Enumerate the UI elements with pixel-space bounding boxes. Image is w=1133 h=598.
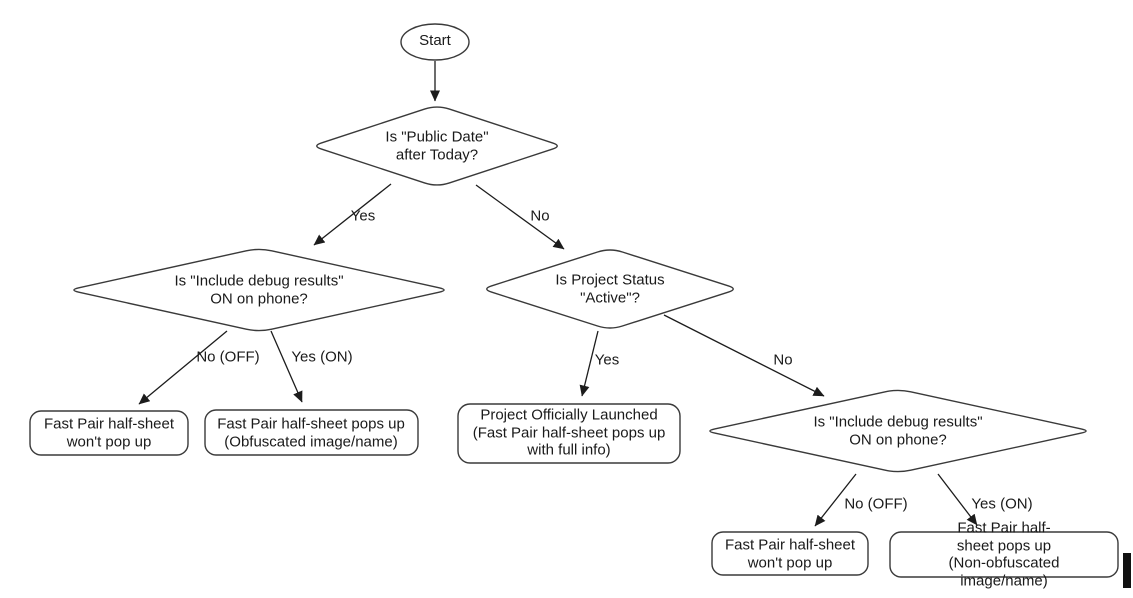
edge-label-project-status-yes: Yes	[594, 351, 620, 369]
edge-debug-left-no-off	[138, 330, 228, 405]
decision-debug-right-label: Is "Include debug results" ON on phone?	[813, 413, 983, 448]
decision-project-status-label: Is Project Status "Active"?	[555, 271, 665, 306]
result-non-obfuscated-shape	[889, 531, 1119, 578]
edge-label-public-date-no: No	[530, 207, 550, 225]
edge-public-date-yes	[313, 183, 392, 246]
result-wont-pop-right-label: Fast Pair half-sheet won't pop up	[724, 536, 856, 571]
result-non-obfuscated-label: Fast Pair half-sheet pops up (Non-obfusc…	[948, 519, 1060, 590]
edge-debug-right-no-off	[814, 473, 857, 527]
edge-label-debug-right-yes-on: Yes (ON)	[971, 495, 1033, 513]
result-obfuscated-shape	[204, 409, 419, 456]
edge-label-debug-left-no-off: No (OFF)	[196, 348, 260, 366]
decision-project-status-shape	[486, 249, 734, 329]
result-wont-pop-left-shape	[29, 410, 189, 456]
result-wont-pop-left-label: Fast Pair half-sheet won't pop up	[43, 415, 175, 450]
result-wont-pop-right-shape	[711, 531, 869, 576]
edge-label-debug-right-no-off: No (OFF)	[844, 495, 908, 513]
edge-project-status-yes	[579, 330, 599, 397]
result-obfuscated-label: Fast Pair half-sheet pops up (Obfuscated…	[217, 415, 405, 450]
result-launched-label: Project Officially Launched (Fast Pair h…	[472, 406, 666, 459]
result-launched-shape	[457, 403, 681, 464]
start-label: Start	[419, 32, 451, 50]
edge-debug-right-yes-on	[937, 473, 978, 526]
edge-public-date-no	[475, 184, 565, 250]
decision-public-date-shape	[316, 106, 558, 186]
start-terminator-shape	[400, 23, 470, 61]
text-cursor-artifact	[1123, 553, 1131, 588]
edge-debug-left-yes-on	[270, 330, 303, 403]
edge-project-status-no	[663, 314, 825, 397]
decision-public-date-label: Is "Public Date" after Today?	[385, 128, 489, 163]
decision-debug-left-label: Is "Include debug results" ON on phone?	[174, 272, 344, 307]
decision-debug-right-shape	[709, 389, 1087, 473]
edge-label-project-status-no: No	[773, 351, 793, 369]
edge-label-debug-left-yes-on: Yes (ON)	[291, 348, 353, 366]
decision-debug-left-shape	[73, 248, 445, 332]
edge-label-public-date-yes: Yes	[350, 207, 376, 225]
